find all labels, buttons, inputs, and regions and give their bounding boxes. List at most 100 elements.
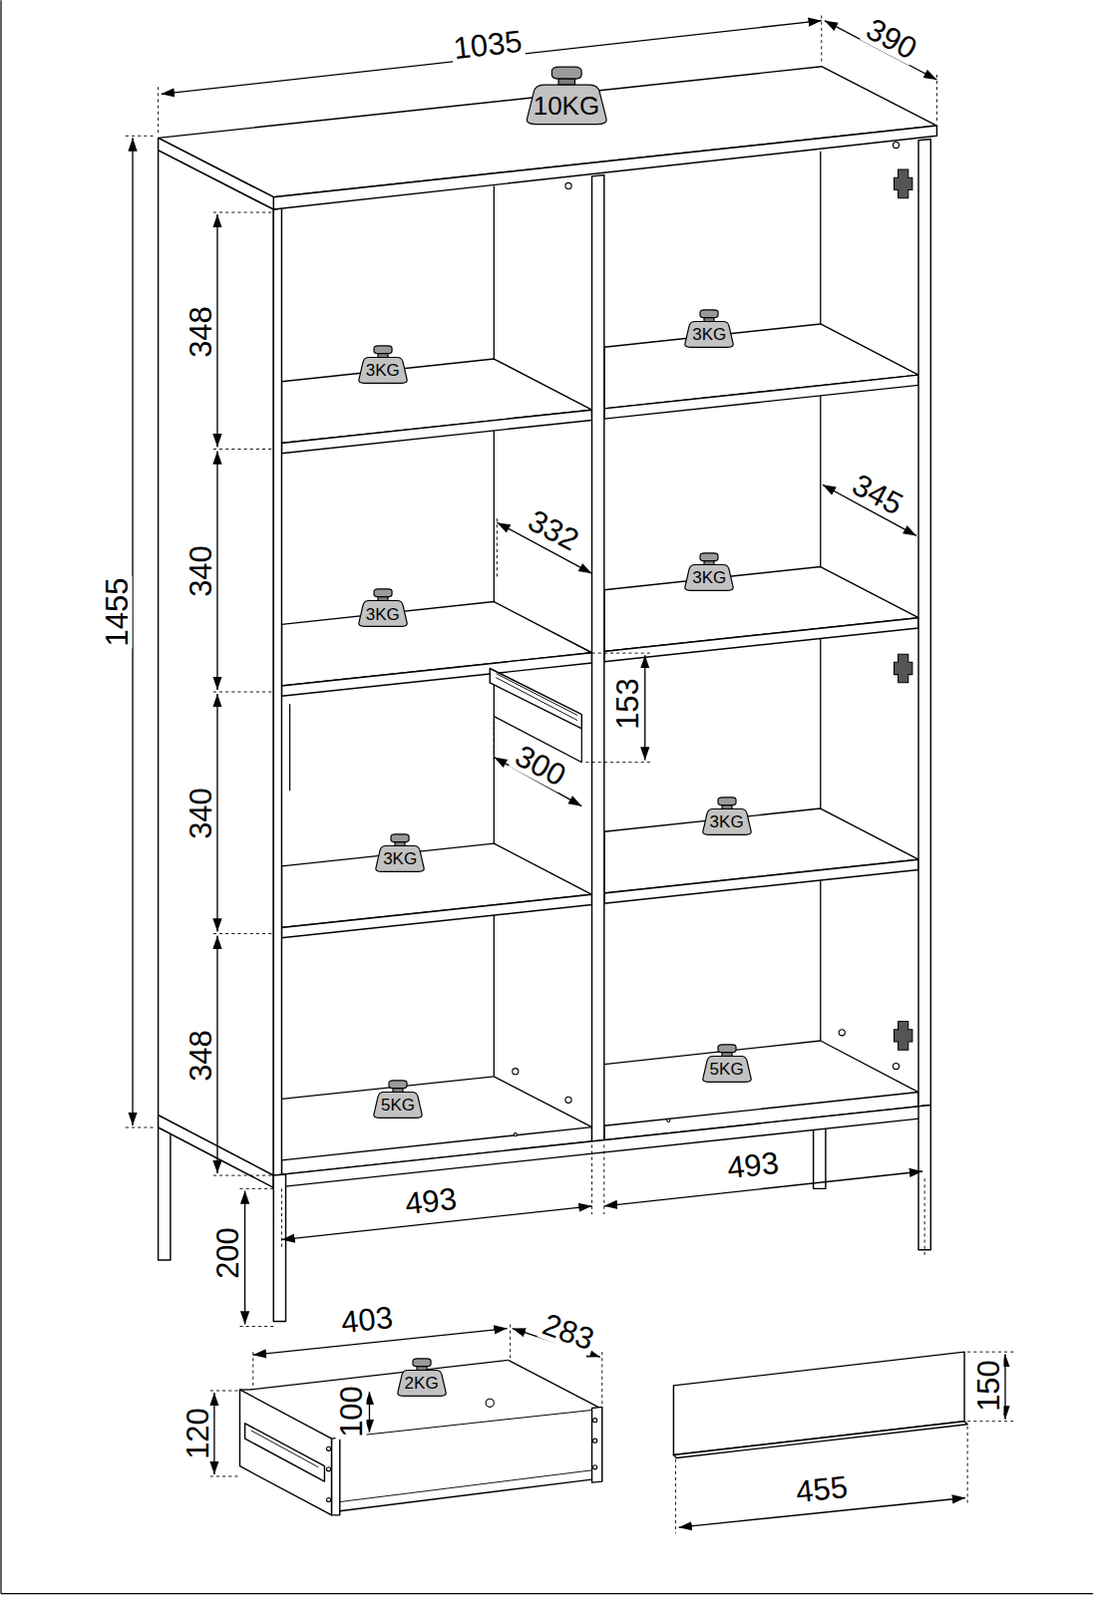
top-board-edge [273,125,937,210]
dowel-hole [326,1447,331,1452]
extension-line [207,1475,239,1477]
depth-edge [493,1077,592,1128]
dimension-line [244,1190,246,1325]
drawer-edge [592,1407,603,1483]
dimension-value: 100 [336,1384,367,1441]
weight-label: 10KG [533,92,601,119]
dimension-value: 153 [612,676,644,732]
extension-line [924,1177,926,1256]
shelf-front [281,894,592,939]
dowel-hole [593,1465,598,1470]
dimension-value: 120 [181,1406,213,1462]
dimension-line [644,655,646,760]
shelf-front [281,653,592,698]
extension-line [210,692,272,694]
dowel-hole [667,1118,671,1122]
drawer-side [508,1360,601,1409]
dimension-line [1004,1354,1006,1420]
drawer-edge [332,1438,341,1516]
dimension-value: 493 [724,1146,783,1184]
dowel-hole [326,1467,331,1472]
extension-line [207,1391,239,1393]
weight-icon: 3KG [358,345,408,384]
dimension-line [216,451,218,691]
dimension-line [216,936,218,1174]
dimension-value: 300 [508,738,573,793]
hinge [893,169,912,199]
dimension-line [213,1393,215,1475]
extension-line [281,1188,283,1247]
dimension-value: 150 [972,1358,1004,1415]
dowel-hole [485,1399,494,1408]
side-edge [273,208,282,1176]
shelf-front [604,859,919,904]
dimension-line [216,214,218,447]
extension-line [210,212,272,214]
leg [158,1115,171,1261]
drawer-edge [340,1410,593,1439]
extension-line [936,73,938,121]
extension-line [967,1421,1014,1423]
dimension-value: 348 [184,304,216,361]
extension-line [585,761,654,763]
dimension-line [368,1392,370,1434]
dowel-hole [593,1439,598,1444]
weight-label: 2KG [404,1375,439,1393]
extension-line [210,933,272,935]
drawer-runner [495,674,578,717]
frame-border [0,1593,1093,1595]
shelf-front [604,618,919,663]
dowel-hole [513,1133,517,1137]
drawer-back [239,1389,250,1391]
extension-line [585,653,654,655]
dimension-value: 1035 [449,25,526,65]
shelf-front [281,409,592,454]
extension-line [603,1144,605,1215]
dimension-line [131,137,133,1126]
weight-label: 3KG [710,813,744,831]
dimension-value: 200 [212,1225,244,1282]
weight-icon: 5KG [372,1080,423,1119]
weight-icon: 5KG [702,1044,752,1084]
weight-icon: 3KG [358,588,408,628]
top-board-edge [158,137,275,210]
divider [592,175,605,1142]
dowel-hole [565,182,572,189]
extension-line [124,1126,154,1128]
extension-line [591,1144,593,1215]
weight-icon: 3KG [702,796,752,836]
hinge [893,1022,912,1052]
weight-label: 3KG [692,569,727,587]
drawer-front-edge [673,1422,968,1459]
dimension-value: 340 [184,785,216,842]
weight-label: 3KG [365,606,400,624]
dowel-hole [326,1497,331,1502]
weight-label: 5KG [380,1096,415,1114]
weight-label: 5KG [710,1061,744,1079]
shelf-front [604,374,919,419]
extension-line [210,1175,272,1177]
weight-label: 3KG [382,850,417,868]
dimension-value: 403 [338,1302,397,1340]
weight-label: 3KG [692,326,727,344]
extension-line [124,135,154,137]
extension-line [496,518,498,578]
hinge [893,654,912,684]
extension-line [967,1352,1014,1354]
dowel-hole [838,1030,845,1037]
weight-label: 3KG [365,362,400,379]
drawer-side [239,1390,332,1516]
drawer-runner [245,1424,326,1482]
dowel-hole [512,1069,519,1076]
extension-line [236,1188,274,1190]
dimension-value: 455 [791,1471,851,1509]
dimension-value: 493 [400,1183,460,1221]
dowel-hole [892,1064,899,1071]
dowel-hole [892,141,899,148]
side-edge [918,138,931,1106]
extension-line [236,1326,274,1328]
dimension-value: 348 [184,1028,216,1085]
weight-icon: 3KG [684,552,734,592]
